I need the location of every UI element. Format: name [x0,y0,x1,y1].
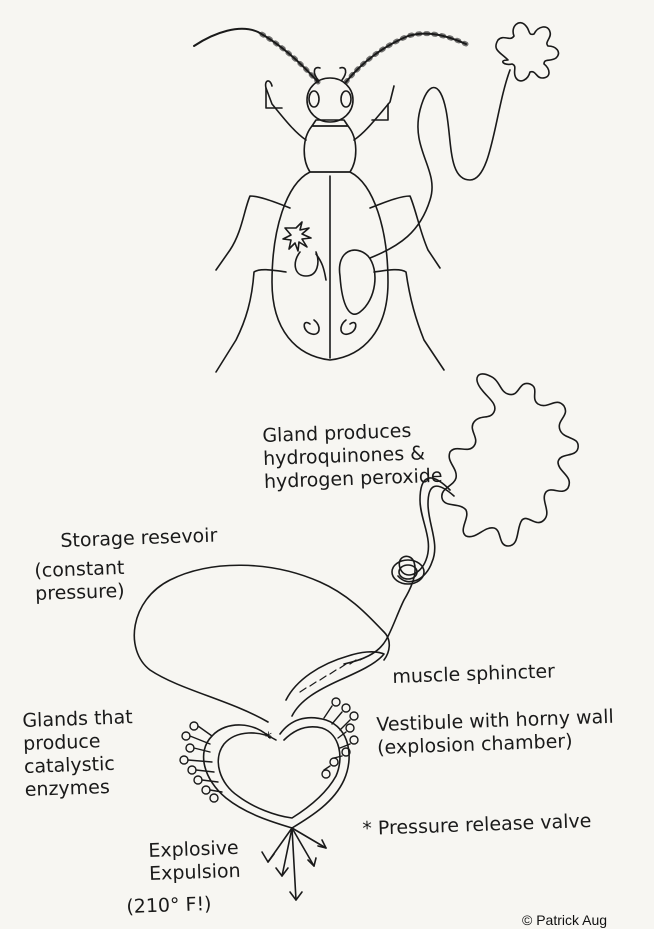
label-constant-pressure: (constant pressure) [34,557,126,606]
right-antenna [346,34,466,82]
label-gland: Gland produces hydroquinones & hydrogen … [262,419,443,494]
label-vestibule: Vestibule with horny wall (explosion cha… [376,706,615,760]
catalytic-glands [180,698,358,802]
left-antenna [194,29,318,82]
beetle-pronotum [304,126,356,172]
valve-marker: * [265,730,272,746]
storage-reservoir [134,565,389,722]
beetle-drawing [194,23,558,372]
explosion-chamber [204,718,350,828]
label-explosive-expulsion: Explosive Expulsion [148,837,241,886]
copyright-credit: © Patrick Aug [522,912,607,928]
gland-duct [344,478,450,664]
beetle-head [307,78,353,122]
upper-gland [496,23,559,81]
label-temperature: (210° F!) [126,893,212,919]
label-catalytic-glands: Glands that produce catalystic enzymes [22,706,135,802]
expulsion-arrows [262,828,326,900]
secretory-gland [442,374,578,546]
